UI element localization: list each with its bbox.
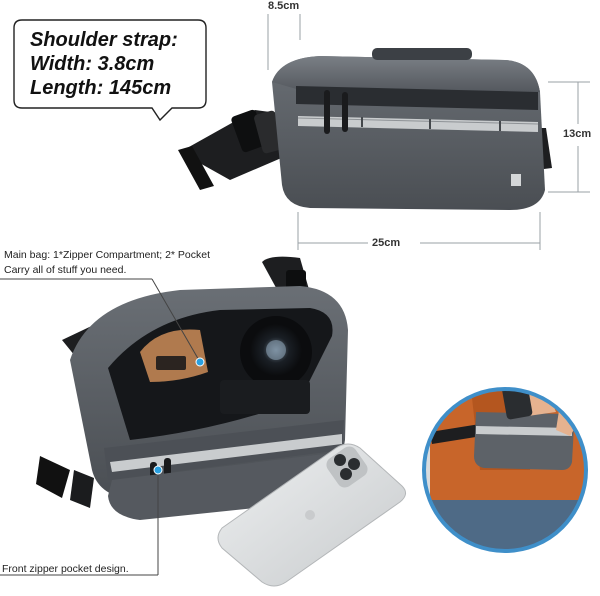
main-bag-note-line-2: Carry all of stuff you need.	[4, 264, 127, 276]
front-pocket-note: Front zipper pocket design.	[2, 563, 129, 575]
top-bag-image	[178, 48, 552, 210]
dimension-depth: 8.5cm	[268, 0, 300, 12]
annotation-lines	[0, 278, 205, 576]
dimension-lines	[267, 14, 590, 250]
dimension-height: 13cm	[563, 128, 592, 140]
callout-line-1: Shoulder strap:	[30, 29, 178, 51]
lifestyle-circle	[422, 387, 588, 553]
main-bag-note-line-1: Main bag: 1*Zipper Compartment; 2* Pocke…	[4, 249, 211, 261]
dimension-width: 25cm	[372, 237, 401, 249]
callout-line-2: Width: 3.8cm	[30, 53, 155, 75]
callout-line-3: Length: 145cm	[30, 77, 172, 99]
phone-image	[217, 443, 406, 587]
open-bag-image	[36, 256, 348, 520]
callout-bubble	[13, 19, 207, 122]
